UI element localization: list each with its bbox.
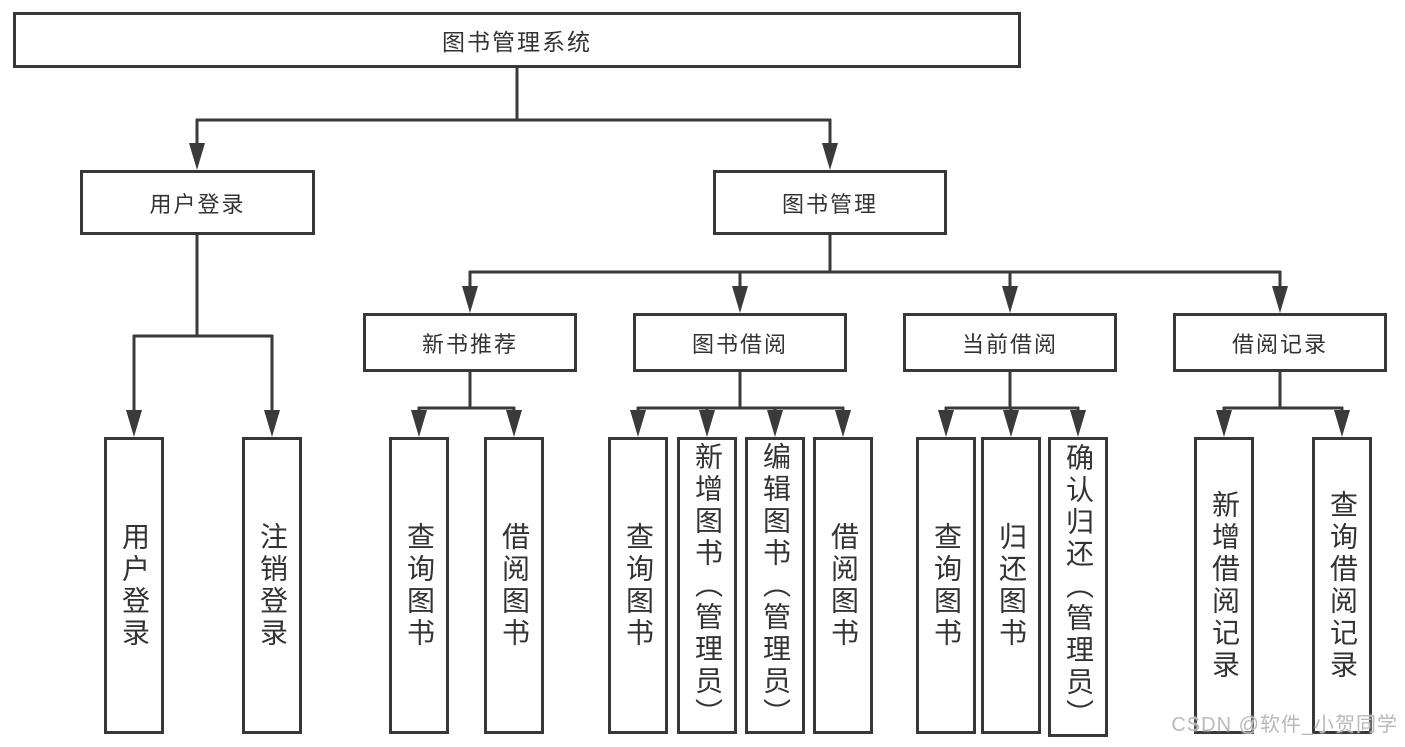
node-leaf-confirm-return-admin: 确认归还（管理员） [1048, 437, 1108, 737]
node-leaf-borrow-books-recommend: 借阅图书 [484, 437, 544, 734]
node-current-borrowing: 当前借阅 [903, 313, 1117, 372]
connector-book-borrowing-to-leaves [630, 372, 851, 437]
connector-user-login-to-leaves [126, 235, 280, 437]
connector-borrow-records-to-leaves [1216, 372, 1350, 437]
node-leaf-query-books-borrowing: 查询图书 [608, 437, 668, 734]
connector-book-management-to-level3 [462, 235, 1288, 313]
node-user-login: 用户登录 [80, 170, 315, 235]
node-leaf-add-borrow-record: 新增借阅记录 [1194, 437, 1254, 734]
node-root-library-management-system: 图书管理系统 [13, 12, 1021, 68]
node-leaf-query-books-current: 查询图书 [916, 437, 976, 734]
node-leaf-add-book-admin: 新增图书（管理员） [677, 437, 737, 734]
csdn-watermark: CSDN @软件_小贺同学 [1171, 714, 1398, 736]
node-leaf-return-book: 归还图书 [981, 437, 1041, 734]
node-leaf-query-borrow-record: 查询借阅记录 [1312, 437, 1372, 734]
node-leaf-logout: 注销登录 [242, 437, 302, 734]
node-borrow-records: 借阅记录 [1173, 313, 1387, 372]
connector-root-to-level2 [189, 68, 838, 170]
node-leaf-query-books-recommend: 查询图书 [389, 437, 449, 734]
node-leaf-user-login: 用户登录 [104, 437, 164, 734]
node-leaf-borrow-books-borrowing: 借阅图书 [813, 437, 873, 734]
connector-current-borrowing-to-leaves [938, 372, 1086, 437]
node-leaf-edit-book-admin: 编辑图书（管理员） [745, 437, 805, 734]
connector-new-book-recommend-to-leaves [411, 372, 522, 437]
node-book-management: 图书管理 [713, 170, 947, 235]
node-book-borrowing: 图书借阅 [633, 313, 847, 372]
node-new-book-recommend: 新书推荐 [363, 313, 577, 372]
